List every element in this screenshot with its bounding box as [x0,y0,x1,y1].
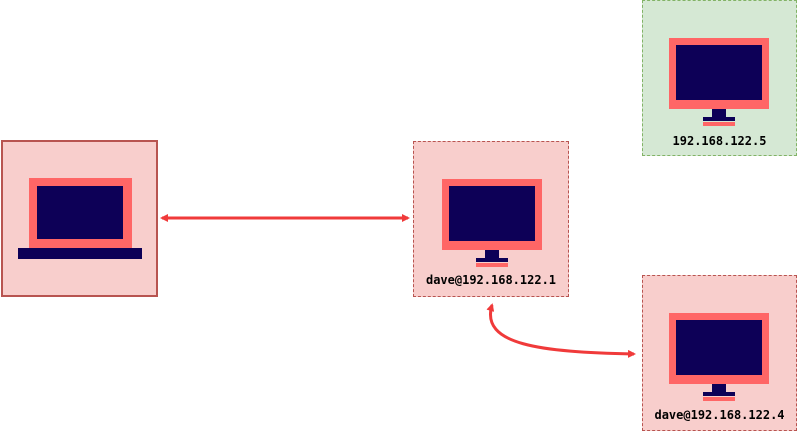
host-node-5[interactable]: 192.168.122.5 [642,0,797,156]
host-node-4[interactable]: dave@192.168.122.4 [642,275,797,431]
monitor-icon [669,38,769,126]
host-node-1[interactable]: dave@192.168.122.1 [413,141,569,297]
monitor-icon [669,313,769,401]
laptop-node[interactable] [1,140,158,297]
host-label-4: dave@192.168.122.4 [654,408,785,422]
host-label-1: dave@192.168.122.1 [425,273,557,287]
monitor-icon [442,179,542,267]
edge-host1-host4[interactable] [486,303,636,358]
laptop-icon [18,178,142,259]
host-label-5: 192.168.122.5 [672,134,767,148]
